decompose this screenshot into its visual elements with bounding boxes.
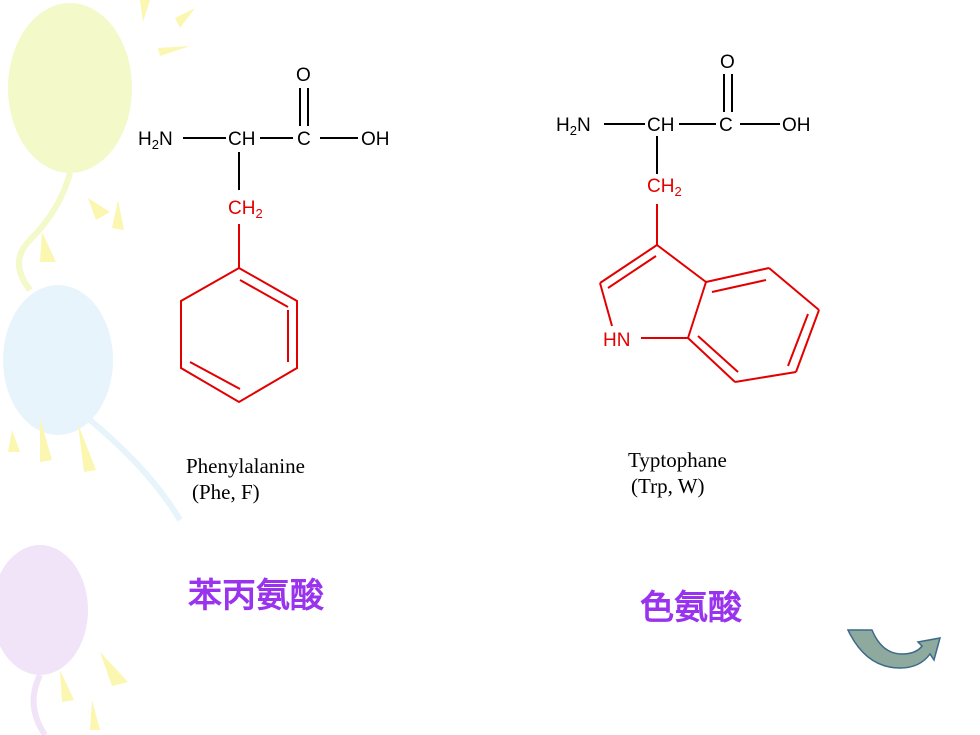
trp-atom-oh: OH	[782, 115, 811, 136]
phe-atom-oh: OH	[361, 129, 390, 150]
trp-atom-hn: HN	[603, 330, 630, 351]
curved-arrow-icon	[846, 629, 942, 669]
rays	[8, 0, 195, 730]
next-slide-button[interactable]	[842, 624, 946, 674]
phe-atom-ch: CH	[228, 129, 255, 150]
phe-atom-h2n: H2N	[138, 129, 173, 152]
trp-chinese-name: 色氨酸	[640, 588, 742, 628]
balloon-purple	[0, 545, 88, 735]
phe-chinese-name: 苯丙氨酸	[188, 576, 324, 616]
trp-atom-c: C	[719, 115, 733, 136]
phe-red-bonds	[180, 224, 298, 404]
phe-atom-ch2: CH2	[228, 198, 263, 221]
trp-atom-ch: CH	[647, 115, 674, 136]
trp-black-bonds	[604, 74, 780, 174]
trp-name: Typtophane	[628, 448, 727, 472]
phe-abbr: (Phe, F)	[192, 480, 260, 504]
phe-atom-o: O	[296, 65, 311, 86]
trp-atom-o: O	[720, 52, 735, 73]
trp-atom-ch2: CH2	[647, 176, 682, 199]
trp-abbr: (Trp, W)	[631, 474, 705, 498]
phe-name: Phenylalanine	[186, 454, 305, 478]
trp-atom-h2n: H2N	[556, 115, 591, 138]
phe-atom-c: C	[297, 129, 311, 150]
balloon-yellow	[8, 3, 132, 292]
trp-red-bonds	[599, 204, 820, 383]
balloon-blue	[3, 285, 183, 522]
phe-black-bonds	[183, 88, 358, 190]
